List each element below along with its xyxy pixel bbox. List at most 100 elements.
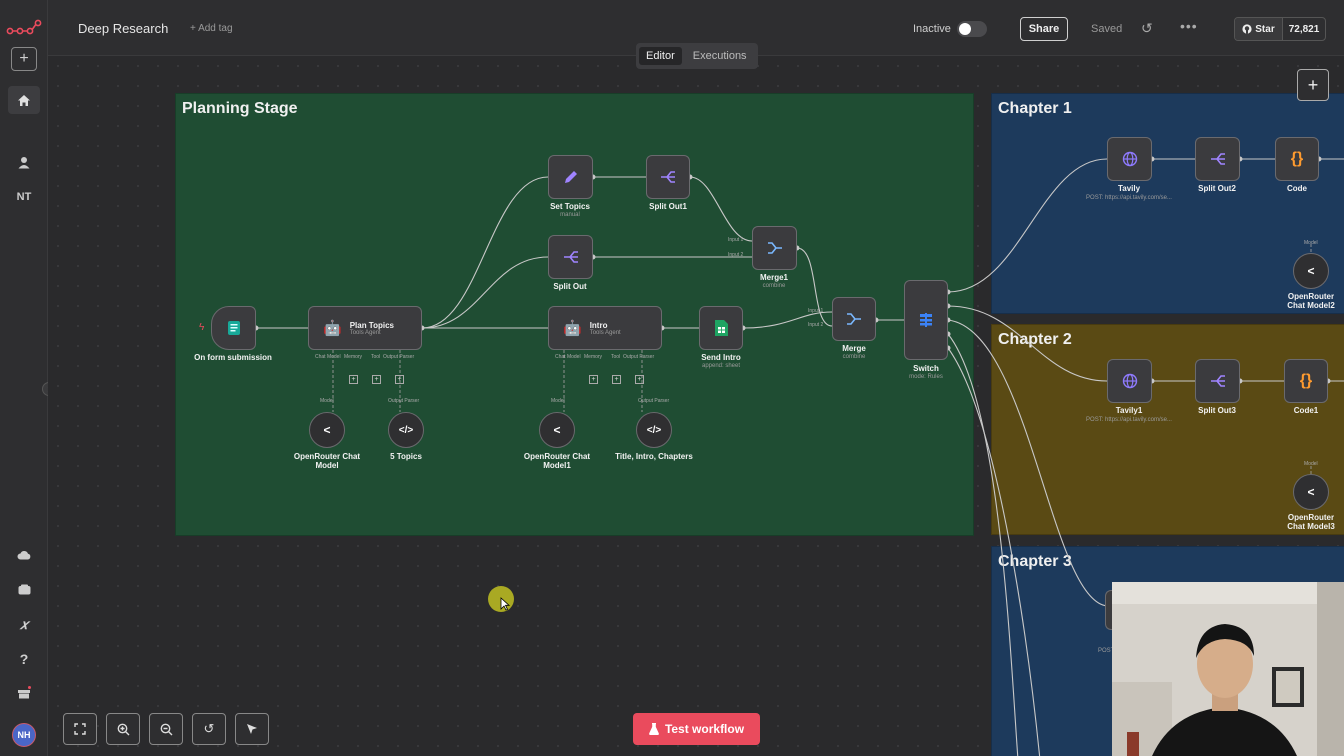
- tab-editor[interactable]: Editor: [639, 47, 682, 65]
- split-icon: [563, 251, 578, 263]
- node-subtitle: POST: https://api.tavily.com/se...: [1086, 195, 1172, 201]
- node-label: OpenRouter Chat Model: [293, 452, 361, 470]
- add-sub-node-button[interactable]: +: [635, 375, 644, 384]
- node-openrouter-chat-model-3[interactable]: <: [1293, 474, 1329, 510]
- gift-icon[interactable]: [8, 678, 40, 706]
- workflow-title[interactable]: Deep Research: [78, 21, 169, 36]
- fit-view-icon: [74, 723, 86, 735]
- test-workflow-button[interactable]: Test workflow: [633, 713, 760, 745]
- code-braces-icon: {}: [1299, 372, 1313, 389]
- node-split-out-3[interactable]: [1195, 359, 1240, 403]
- zoom-in-button[interactable]: [106, 713, 140, 745]
- active-status-label: Inactive: [913, 23, 951, 35]
- node-split-out-1[interactable]: [646, 155, 690, 199]
- home-icon[interactable]: [8, 86, 40, 114]
- add-tag-link[interactable]: + Add tag: [190, 23, 233, 34]
- robot-icon: 🤖: [563, 320, 582, 337]
- help-icon[interactable]: ?: [19, 651, 29, 667]
- node-set-topics[interactable]: [548, 155, 593, 199]
- globe-icon: [1122, 151, 1137, 167]
- port-label: Tool: [611, 354, 621, 360]
- agent-title: Intro: [589, 320, 608, 330]
- port-label: Output Parser: [623, 354, 655, 360]
- saved-status: Saved: [1091, 23, 1123, 35]
- node-label: Merge: [842, 344, 866, 353]
- node-code[interactable]: {}: [1275, 137, 1319, 181]
- node-tavily-1[interactable]: [1107, 359, 1152, 403]
- port-label: Model: [1304, 240, 1318, 246]
- node-code-1[interactable]: {}: [1284, 359, 1328, 403]
- node-label: 5 Topics: [390, 452, 422, 461]
- fit-view-button[interactable]: [63, 713, 97, 745]
- node-openrouter-chat-model-2[interactable]: <: [1293, 253, 1329, 289]
- editor-tabs: Editor Executions: [636, 43, 758, 69]
- sticky-chapter-1[interactable]: Chapter 1: [991, 93, 1344, 314]
- node-openrouter-chat-model-1[interactable]: <: [539, 412, 575, 448]
- avatar[interactable]: NH: [12, 723, 36, 747]
- more-options-icon[interactable]: •••: [1180, 18, 1198, 34]
- sticky-title: Chapter 2: [998, 331, 1072, 348]
- tab-executions[interactable]: Executions: [692, 50, 747, 62]
- node-send-intro[interactable]: [699, 306, 743, 350]
- agent-subtitle: Tools Agent: [589, 329, 621, 336]
- sticky-chapter-2[interactable]: Chapter 2: [991, 324, 1344, 535]
- node-title-intro-chapters[interactable]: </>: [636, 412, 672, 448]
- top-bar: Deep Research + Add tag Inactive Share S…: [48, 0, 1344, 56]
- port-label: Output Parser: [388, 398, 420, 404]
- github-star-button[interactable]: Star 72,821: [1234, 17, 1326, 41]
- new-workflow-button[interactable]: +: [11, 47, 37, 71]
- port-label: Memory: [584, 354, 603, 360]
- port-label: Chat Model: [315, 354, 341, 360]
- node-tavily[interactable]: [1107, 137, 1152, 181]
- node-label: OpenRouter Chat Model1: [523, 452, 591, 470]
- node-switch[interactable]: [904, 280, 948, 360]
- reset-zoom-button[interactable]: ↺: [192, 713, 226, 745]
- zoom-out-button[interactable]: [149, 713, 183, 745]
- node-subtitle: append: sheet: [701, 363, 741, 369]
- node-merge[interactable]: [832, 297, 876, 341]
- test-workflow-label: Test workflow: [664, 722, 745, 736]
- add-sub-node-button[interactable]: +: [349, 375, 358, 384]
- add-sub-node-button[interactable]: +: [612, 375, 621, 384]
- history-icon[interactable]: ↺: [1141, 20, 1153, 36]
- node-on-form-submission[interactable]: [211, 306, 256, 350]
- node-5-topics[interactable]: </>: [388, 412, 424, 448]
- tidy-up-button[interactable]: [235, 713, 269, 745]
- node-label: Switch: [913, 364, 939, 373]
- split-icon: [1210, 153, 1225, 165]
- node-label: OpenRouter Chat Model3: [1287, 513, 1335, 531]
- templates-icon[interactable]: [8, 575, 40, 603]
- code-tag-icon: </>: [646, 424, 662, 436]
- add-sub-node-button[interactable]: +: [395, 375, 404, 384]
- add-node-button[interactable]: +: [1297, 69, 1329, 101]
- active-toggle[interactable]: [957, 21, 987, 37]
- user-icon[interactable]: [8, 148, 40, 176]
- node-merge-1[interactable]: [752, 226, 797, 270]
- zoom-in-icon: [117, 723, 129, 735]
- node-label: On form submission: [194, 353, 272, 362]
- node-subtitle: mode: Rules: [909, 374, 943, 380]
- node-intro[interactable]: 🤖 Intro Tools Agent: [548, 306, 662, 350]
- globe-icon: [1122, 373, 1137, 389]
- agent-subtitle: Tools Agent: [349, 329, 381, 336]
- add-sub-node-button[interactable]: +: [589, 375, 598, 384]
- merge-icon: [847, 313, 861, 325]
- openrouter-icon: <: [553, 423, 561, 437]
- flask-icon: [649, 723, 659, 735]
- port-label: Output Parser: [383, 354, 415, 360]
- node-openrouter-chat-model[interactable]: <: [309, 412, 345, 448]
- node-split-out[interactable]: [548, 235, 593, 279]
- n8n-logo-icon[interactable]: [6, 18, 42, 38]
- add-sub-node-button[interactable]: +: [372, 375, 381, 384]
- share-button[interactable]: Share: [1020, 17, 1068, 41]
- port-label: Model: [320, 398, 334, 404]
- variables-icon[interactable]: 𝑥: [20, 615, 28, 632]
- node-plan-topics[interactable]: 🤖 Plan Topics Tools Agent: [308, 306, 422, 350]
- code-tag-icon: </>: [398, 424, 414, 436]
- project-initials[interactable]: NT: [16, 191, 32, 203]
- cloud-icon[interactable]: [8, 541, 40, 569]
- toggle-knob: [959, 23, 971, 35]
- pencil-icon: [564, 171, 577, 183]
- node-split-out-2[interactable]: [1195, 137, 1240, 181]
- openrouter-icon: <: [1307, 485, 1315, 499]
